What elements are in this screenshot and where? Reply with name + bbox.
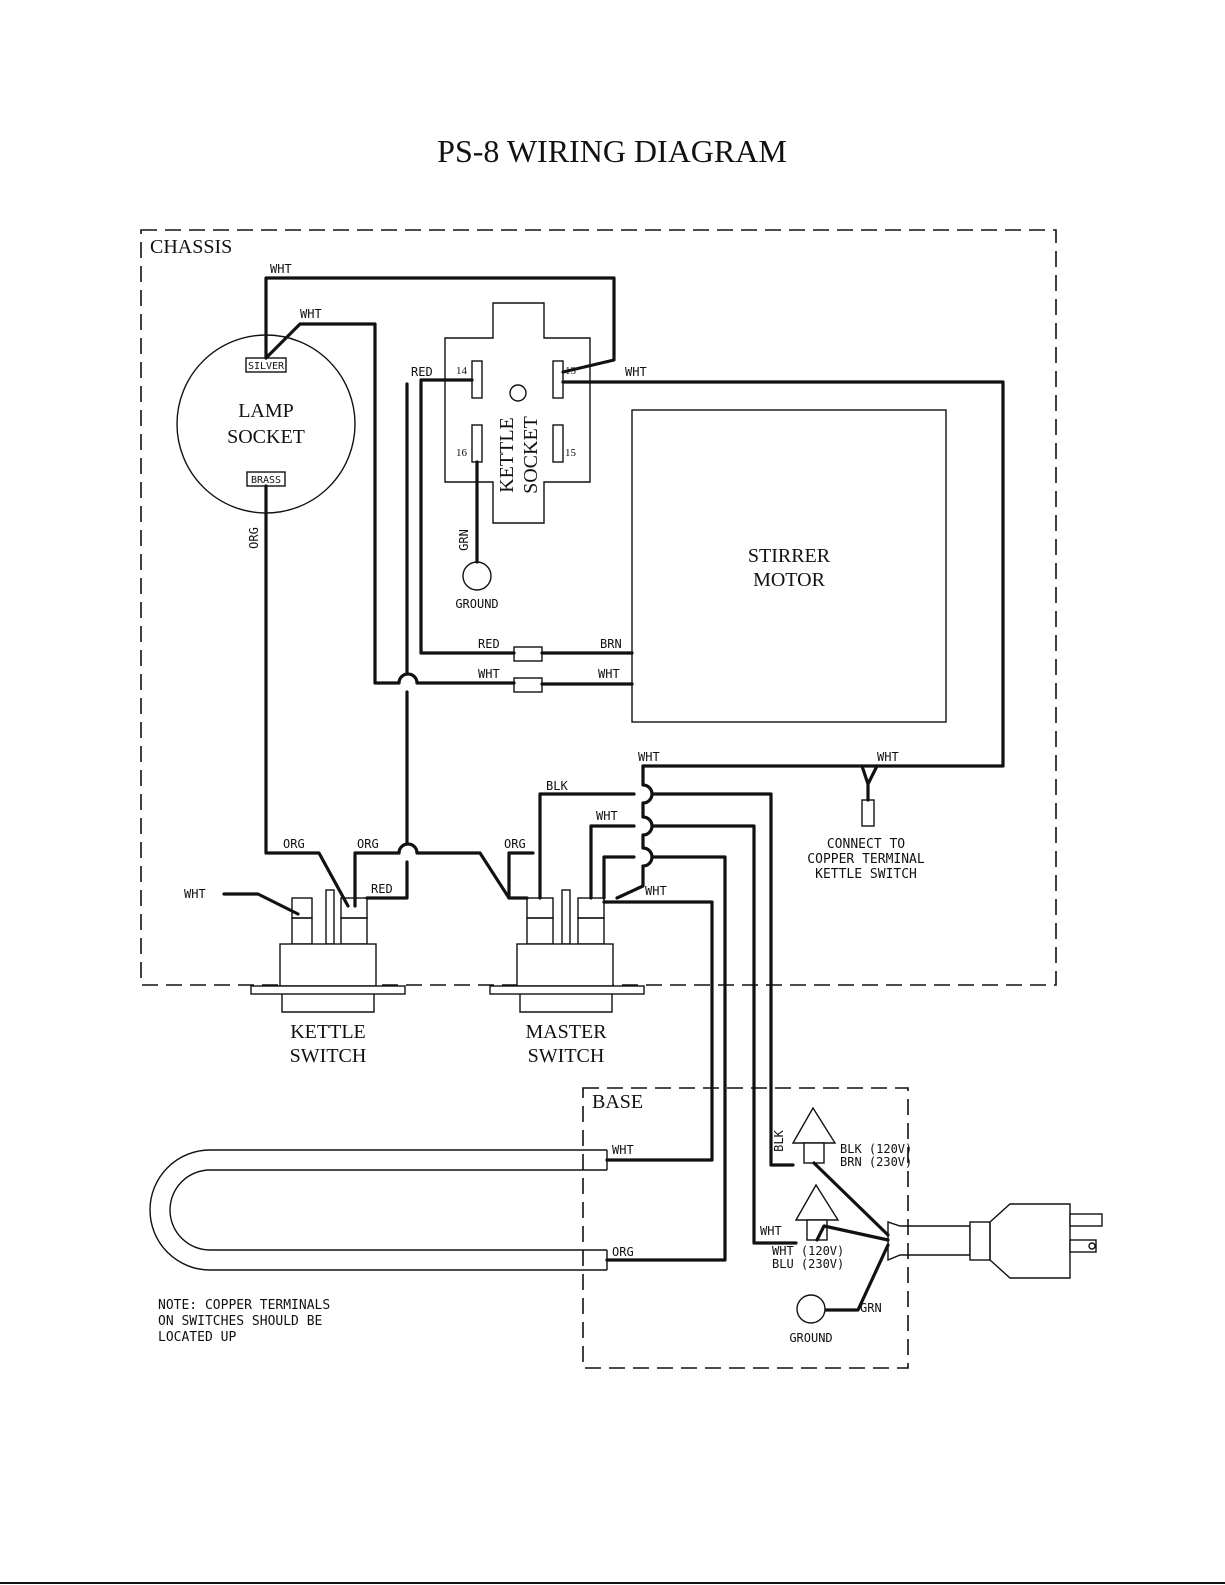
org-label-heater: ORG [612, 1245, 634, 1259]
lamp-socket-label-1: LAMP [238, 400, 294, 422]
master-switch-label-1: MASTER [525, 1021, 607, 1043]
red-label-pin14: RED [411, 365, 433, 379]
blk-voltage-note: BLK (120V) BRN (230V) [840, 1142, 912, 1169]
base-label: BASE [592, 1091, 643, 1113]
org-label-lamp: ORG [247, 527, 261, 549]
wht-label-master-out: WHT [645, 884, 667, 898]
org-label-kettle-right: ORG [357, 837, 379, 851]
wht-label-motor-left: WHT [478, 667, 500, 681]
chassis-label: CHASSIS [150, 236, 232, 258]
kettle-ground: GRN GROUND [455, 460, 499, 611]
wht-label-base: WHT [760, 1224, 782, 1238]
heating-element [149, 1149, 608, 1271]
switch-note-line-2: ON SWITCHES SHOULD BE [158, 1314, 322, 1329]
wire-nut-wht [794, 1183, 840, 1241]
kettle-socket: 14 13 16 15 KETTLE SOCKET [444, 302, 591, 524]
master-switch: MASTER SWITCH [489, 889, 645, 1067]
base-ground-label: GROUND [789, 1331, 832, 1345]
kettle-socket-label-2: SOCKET [520, 416, 542, 494]
copper-connect-terminal [861, 799, 875, 827]
stirrer-motor: STIRRER MOTOR [631, 409, 947, 723]
blk-label-base: BLK [772, 1129, 786, 1151]
blk-label-master: BLK [546, 779, 568, 793]
lamp-silver-label: SILVER [248, 361, 285, 372]
connect-note: CONNECT TO COPPER TERMINAL KETTLE SWITCH [807, 837, 925, 882]
blk-voltage-line-1: BLK (120V) [840, 1142, 912, 1156]
wire-nut-blk [791, 1106, 837, 1164]
connect-note-line-1: CONNECT TO [827, 837, 905, 852]
kettle-grn-label: GRN [457, 529, 471, 551]
kettle-switch-label-2: SWITCH [290, 1045, 367, 1067]
connect-note-line-3: KETTLE SWITCH [815, 867, 917, 882]
stirrer-motor-label-1: STIRRER [748, 545, 831, 567]
master-switch-label-2: SWITCH [528, 1045, 605, 1067]
wht-label-motor-right: WHT [598, 667, 620, 681]
wht-voltage-line-1: WHT (120V) [772, 1244, 844, 1258]
wht-label-pin13: WHT [625, 365, 647, 379]
pin-15-label: 15 [565, 447, 577, 459]
blk-to-plug-wire [812, 1161, 890, 1237]
base-boundary [582, 1087, 909, 1369]
red-label-kettle: RED [371, 882, 393, 896]
lamp-socket-label-2: SOCKET [227, 426, 305, 448]
brn-label-motor: BRN [600, 637, 622, 651]
lamp-brass-label: BRASS [251, 475, 281, 486]
pin-16-label: 16 [456, 447, 468, 459]
grn-label-base: GRN [860, 1301, 882, 1315]
wht-label-top: WHT [270, 262, 292, 276]
motor-wht-connector [513, 677, 543, 693]
diagram-title: PS-8 WIRING DIAGRAM [437, 133, 787, 169]
switch-note: NOTE: COPPER TERMINALS ON SWITCHES SHOUL… [158, 1298, 330, 1345]
power-plug [887, 1203, 1103, 1279]
wht-label-master: WHT [596, 809, 618, 823]
wht-label-heater: WHT [612, 1143, 634, 1157]
wht-to-plug-wire [815, 1224, 890, 1242]
pin-14-label: 14 [456, 365, 468, 377]
motor-red-connector [513, 646, 543, 662]
wire-labels: WHT WHT RED WHT ORG RED BRN WHT WHT WHT … [184, 262, 899, 1315]
org-label-master: ORG [504, 837, 526, 851]
grn-to-plug-wire [824, 1243, 890, 1312]
switch-note-line-3: LOCATED UP [158, 1330, 236, 1345]
wht-voltage-line-2: BLU (230V) [772, 1257, 844, 1271]
wht-label-mid: WHT [638, 750, 660, 764]
wht-label-kettle-switch: WHT [184, 887, 206, 901]
wires [222, 276, 1005, 1262]
kettle-switch-label-1: KETTLE [290, 1021, 366, 1043]
wht-label-right: WHT [877, 750, 899, 764]
red-label-motor: RED [478, 637, 500, 651]
kettle-switch: KETTLE SWITCH [250, 889, 406, 1067]
blk-voltage-line-2: BRN (230V) [840, 1155, 912, 1169]
wht-voltage-note: WHT (120V) BLU (230V) [772, 1244, 844, 1271]
kettle-socket-label-1: KETTLE [496, 417, 518, 493]
switch-note-line-1: NOTE: COPPER TERMINALS [158, 1298, 330, 1313]
stirrer-motor-label-2: MOTOR [753, 569, 826, 591]
org-label-kettle-left: ORG [283, 837, 305, 851]
wht-label-lamp: WHT [300, 307, 322, 321]
base-ground: GROUND [789, 1294, 833, 1345]
kettle-ground-label: GROUND [455, 597, 498, 611]
connect-note-line-2: COPPER TERMINAL [807, 852, 925, 867]
